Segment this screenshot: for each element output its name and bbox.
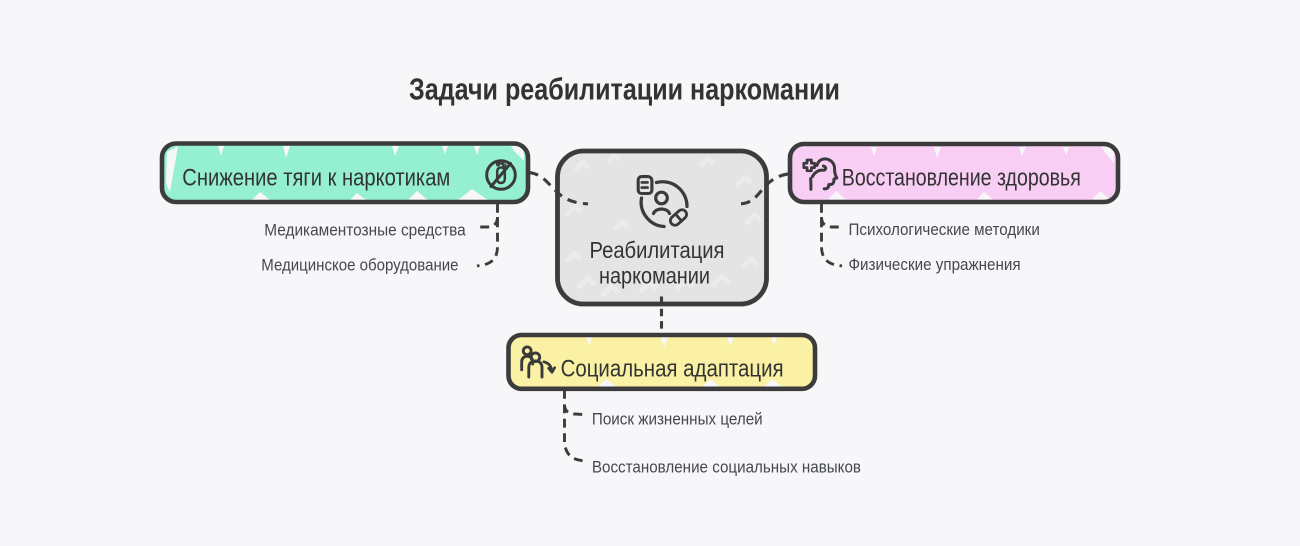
svg-text:Медикаментозные средства: Медикаментозные средства	[264, 220, 466, 239]
svg-text:Реабилитация: Реабилитация	[590, 237, 725, 263]
svg-text:Задачи реабилитации наркомании: Задачи реабилитации наркомании	[409, 72, 840, 107]
svg-text:Медицинское оборудование: Медицинское оборудование	[261, 255, 458, 274]
svg-text:Социальная адаптация: Социальная адаптация	[561, 356, 784, 383]
svg-text:Психологические методики: Психологические методики	[849, 220, 1040, 239]
svg-text:наркомании: наркомании	[599, 263, 710, 289]
svg-text:Снижение тяги к наркотикам: Снижение тяги к наркотикам	[182, 165, 450, 192]
svg-text:Физические упражнения: Физические упражнения	[849, 255, 1021, 274]
svg-text:Восстановление здоровья: Восстановление здоровья	[842, 165, 1081, 192]
svg-text:Поиск жизненных целей: Поиск жизненных целей	[592, 409, 763, 428]
svg-text:Восстановление социальных навы: Восстановление социальных навыков	[592, 458, 861, 477]
